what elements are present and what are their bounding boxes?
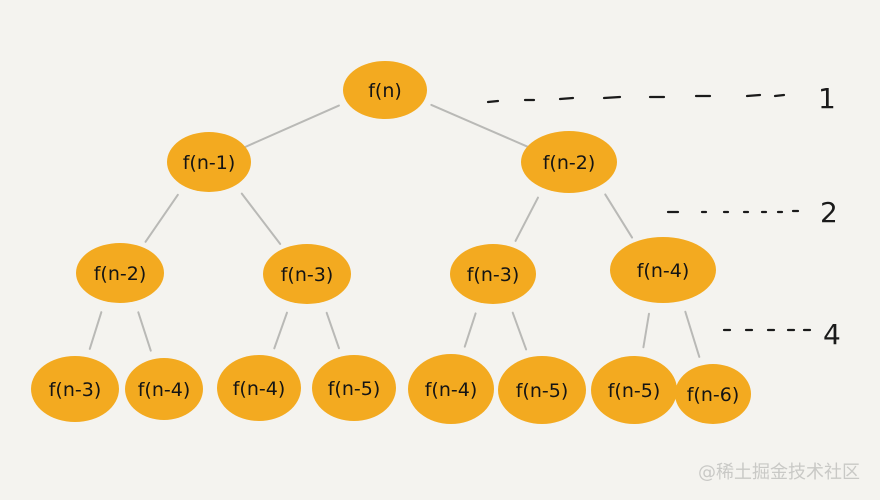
tree-edge — [604, 193, 634, 239]
tree-node: f(n-2) — [521, 131, 617, 193]
tree-edge — [240, 192, 282, 245]
level-dash — [773, 93, 786, 98]
watermark-text: @稀土掘金技术社区 — [698, 462, 860, 483]
level-indicator: 4 — [722, 318, 841, 351]
tree-node: f(n) — [343, 61, 427, 119]
tree-edge — [430, 103, 530, 149]
node-blob — [312, 355, 396, 421]
node-label: f(n-1) — [183, 152, 236, 174]
node-label: f(n) — [368, 80, 402, 102]
tree-node: f(n-3) — [450, 244, 536, 304]
level-count: 1 — [818, 82, 836, 115]
node-blob — [675, 364, 751, 424]
node-blob — [521, 131, 617, 193]
node-blob — [167, 132, 251, 192]
node-label: f(n-5) — [608, 380, 661, 402]
node-blob — [125, 358, 203, 420]
node-blob — [498, 356, 586, 424]
node-label: f(n-5) — [516, 380, 569, 402]
tree-node: f(n-4) — [217, 355, 301, 421]
level-dash — [745, 93, 762, 98]
tree-node: f(n-4) — [125, 358, 203, 420]
node-label: f(n-4) — [425, 379, 478, 401]
tree-edge — [684, 310, 701, 358]
tree-edge — [511, 311, 528, 351]
node-label: f(n-5) — [328, 378, 381, 400]
level-dash — [602, 95, 622, 100]
tree-edge — [144, 193, 179, 243]
tree-edge — [325, 311, 340, 350]
tree-edge — [463, 312, 477, 348]
tree-node: f(n-5) — [591, 356, 677, 424]
node-blob — [343, 61, 427, 119]
tree-node: f(n-6) — [675, 364, 751, 424]
level-count: 2 — [820, 196, 838, 229]
tree-node: f(n-4) — [408, 354, 494, 424]
node-blob — [450, 244, 536, 304]
tree-node: f(n-3) — [263, 244, 351, 304]
tree-edge — [514, 196, 540, 242]
tree-node: f(n-2) — [76, 243, 164, 303]
tree-node: f(n-5) — [312, 355, 396, 421]
tree-edge — [137, 311, 152, 352]
tree-edge — [642, 312, 650, 349]
tree-edge — [273, 311, 288, 350]
node-blob — [408, 354, 494, 424]
edges — [88, 103, 701, 358]
tree-edge — [88, 311, 103, 350]
watermark: @稀土掘金技术社区 — [698, 462, 860, 483]
node-label: f(n-4) — [233, 378, 286, 400]
tree-node: f(n-4) — [610, 237, 716, 303]
node-label: f(n-2) — [94, 263, 147, 285]
nodes: f(n) f(n-1) f(n-2) f(n-2) f(n-3) f(n-3) f(n-4)… — [31, 61, 751, 424]
node-blob — [76, 243, 164, 303]
node-label: f(n-3) — [49, 379, 102, 401]
tree-node: f(n-1) — [167, 132, 251, 192]
node-blob — [217, 355, 301, 421]
tree-edge — [244, 104, 340, 148]
node-label: f(n-6) — [687, 384, 740, 406]
tree-node: f(n-5) — [498, 356, 586, 424]
tree-node: f(n-3) — [31, 356, 119, 422]
node-label: f(n-3) — [467, 264, 520, 286]
level-indicator: 2 — [666, 196, 838, 229]
node-label: f(n-2) — [543, 152, 596, 174]
node-blob — [591, 356, 677, 424]
level-dash — [558, 96, 575, 101]
node-blob — [263, 244, 351, 304]
node-blob — [610, 237, 716, 303]
node-label: f(n-4) — [138, 379, 191, 401]
level-count: 4 — [823, 318, 841, 351]
level-indicators: 1 2 4 — [486, 82, 841, 351]
node-label: f(n-3) — [281, 264, 334, 286]
node-label: f(n-4) — [637, 260, 690, 282]
node-blob — [31, 356, 119, 422]
level-dash — [486, 99, 500, 104]
level-indicator: 1 — [486, 82, 836, 115]
